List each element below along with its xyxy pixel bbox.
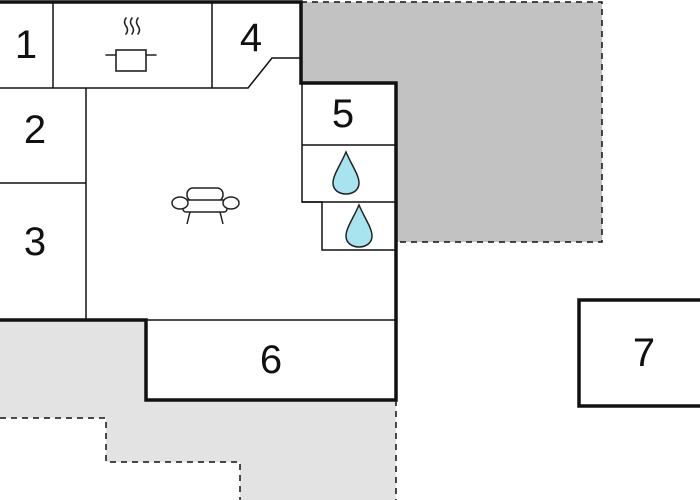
room-label-3: 3 (24, 220, 46, 264)
cooking-pot-icon (105, 17, 157, 72)
top-row-divider (0, 57, 301, 89)
room-labels: 1 2 3 4 5 6 7 (15, 16, 655, 382)
water-drop-icon (332, 150, 360, 195)
terrace-upper-right-outline (301, 1, 603, 243)
terrace-upper-right (301, 2, 602, 242)
interior-walls (0, 2, 396, 321)
room-label-1: 1 (15, 23, 37, 67)
room-label-4: 4 (240, 16, 262, 60)
room-label-7: 7 (633, 331, 655, 375)
armchair-icon (171, 187, 240, 225)
terrace-lower-left (0, 320, 396, 500)
room-label-2: 2 (24, 108, 46, 152)
room-7-outline (577, 298, 700, 408)
room-label-6: 6 (260, 338, 282, 382)
house-outline (0, 0, 398, 402)
water-drop-icon (345, 203, 373, 248)
terrace-lower-left-outline (0, 400, 397, 500)
room-label-5: 5 (332, 92, 354, 136)
exterior-walls (0, 0, 700, 408)
terrace-areas (0, 1, 603, 500)
